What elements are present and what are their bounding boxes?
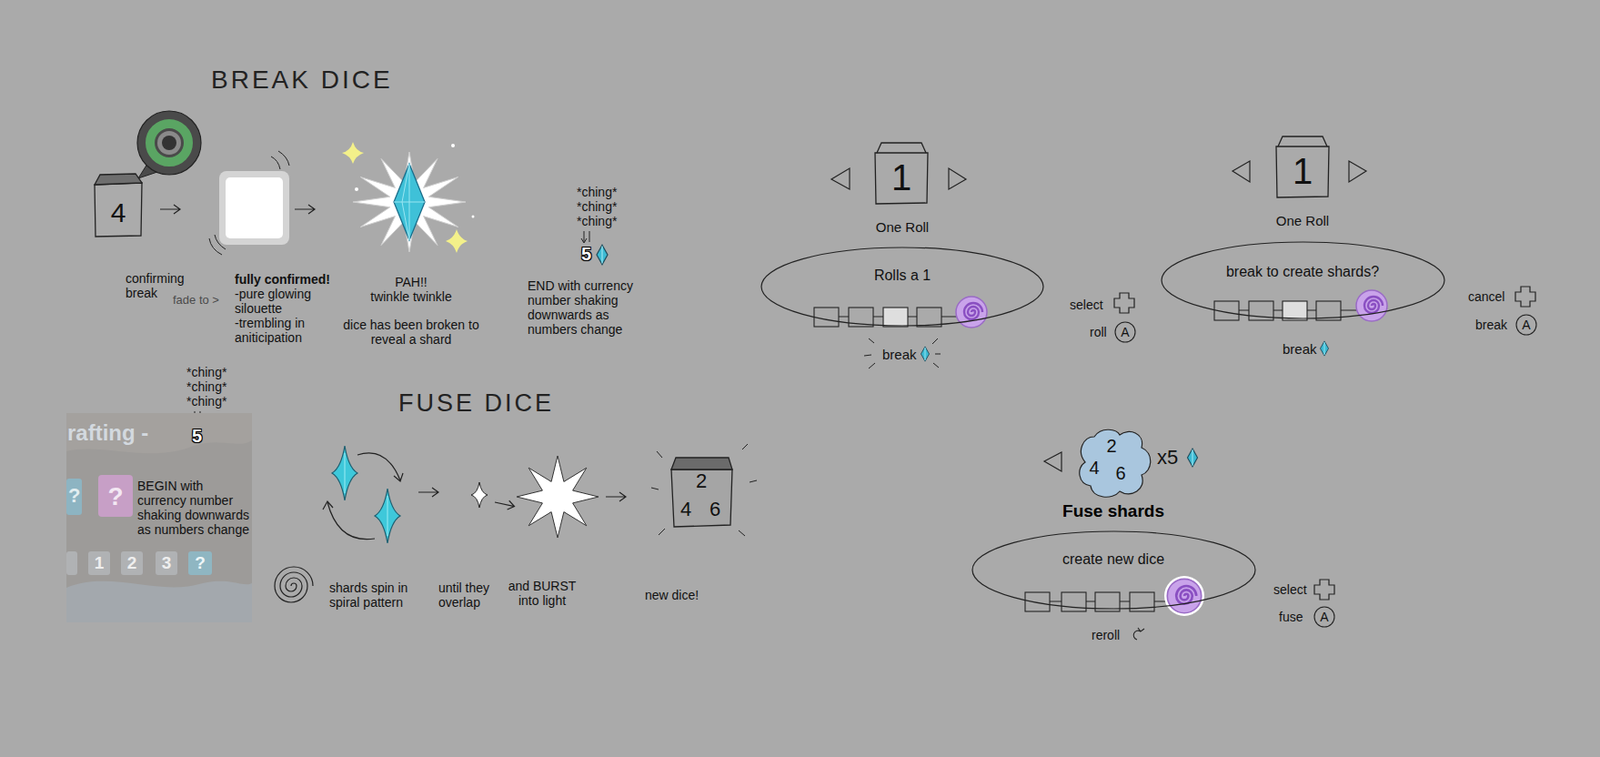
annotation-label: cancel [1468,289,1505,304]
node-text: 1 [89,553,110,574]
dialog-ellipse: Rolls a 1 [760,246,1045,327]
annotation-label: fully confirmed! [234,271,331,287]
annotation-label: 5 [191,425,202,447]
annotation-label: PAH!! [374,274,448,290]
annotation-label: Fuse shards [1013,501,1214,522]
node-text: ? [101,482,130,512]
node-text: 6 [1110,462,1131,484]
dialog-ellipse: create new dice [971,530,1257,610]
annotation-label: 5 [581,243,592,265]
node-text: 4 [674,497,697,521]
node-text: 3 [156,553,177,574]
node-outline [1160,241,1446,320]
node-text: Rolls a 1 [802,267,1003,284]
node-text: ? [68,483,81,507]
annotation-label: roll [1089,324,1107,340]
annotation-label: A [1315,609,1334,624]
annotation-label: One Roll [847,219,957,235]
annotation-label: END with currency number shaking downwar… [527,278,646,337]
diagram-title: BREAK DICE [211,65,393,95]
dialog-ellipse: break to create shards? [1160,241,1446,320]
annotation-label: break [882,346,917,363]
annotation-label: reroll [1091,627,1120,643]
annotation-label: *ching* *ching* *ching* [576,184,628,229]
annotation-label: twinkle twinkle [352,289,471,304]
node-text: 4 [1084,457,1105,479]
node-text: ? [190,553,211,574]
annotation-label: until they overlap [438,580,503,610]
annotation-label: and BURST into light [503,578,581,608]
node-text: rafting - [67,420,149,446]
annotation-label: x5 [1157,445,1178,469]
fused-shard-cloud: 246 [1076,425,1153,501]
node-outline [971,530,1257,610]
annotation-label: select [1069,297,1104,312]
annotation-label: -trembling in aniticipation [234,315,331,345]
node-text: 1 [1279,150,1326,192]
annotation-label: A [1517,317,1536,333]
node-text: 2 [690,469,713,493]
annotation-label: dice has been broken to reveal a shard [342,317,480,347]
annotation-label: fuse [1278,609,1303,624]
annotation-label: break [1475,317,1508,333]
node-text: 2 [121,553,142,574]
annotation-label: fade to > [172,292,220,307]
crafting-screenshot: rafting -??123?BEGIN with currency numbe… [66,412,252,623]
node-text: 1 [878,156,925,199]
die-selector: 1 [871,140,932,206]
die-icon: 4 [91,171,144,239]
annotation-label: One Roll [1247,212,1358,229]
annotation-label: select [1273,582,1308,597]
node-text: break to create shards? [1179,263,1426,281]
node-text: create new dice [1004,551,1223,568]
annotation-label: new dice! [644,587,699,603]
annotation-label: A [1116,324,1135,340]
node-text: 2 [1101,435,1122,457]
new-die: 2 46 [668,455,735,529]
node-text: 6 [704,497,726,521]
node-text: BEGIN with currency number shaking downw… [137,478,251,537]
annotation-label: FUSE DICE [398,389,554,418]
node-outline [668,455,735,529]
annotation-label: -pure glowing silouette [234,286,326,316]
annotation-label: shards spin in spiral pattern [329,580,417,610]
annotation-label: break [1282,341,1318,357]
annotation-label: *ching* *ching* *ching* [186,364,238,409]
node-outline [760,246,1045,327]
node-text: 4 [100,196,137,229]
die-selector: 1 [1272,133,1333,200]
